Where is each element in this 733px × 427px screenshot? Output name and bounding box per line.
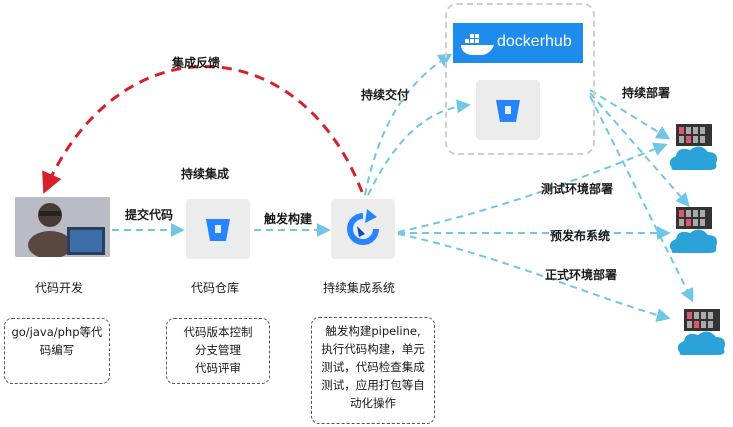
note-line: 测试，应用打包等自 bbox=[321, 378, 425, 392]
dev-node-label: 代码开发 bbox=[35, 281, 84, 295]
server-cloud-icon bbox=[666, 124, 722, 172]
continuous-deploy-label: 持续部署 bbox=[622, 86, 671, 100]
repo-note: 代码版本控制 分支管理 代码评审 bbox=[166, 318, 270, 384]
feedback-label: 集成反馈 bbox=[172, 56, 221, 70]
staging-system-label: 预发布系统 bbox=[550, 229, 611, 243]
note-line: 码编写 bbox=[39, 343, 75, 357]
note-line: 动化操作 bbox=[350, 396, 396, 410]
note-line: 执行代码构建，单元 bbox=[321, 342, 425, 356]
dockerhub-logo: dockerhub bbox=[453, 23, 583, 63]
note-line: go/java/php等代 bbox=[11, 325, 103, 339]
server-cloud-icon bbox=[666, 207, 722, 255]
repo-node-label: 代码仓库 bbox=[191, 281, 240, 295]
docker-whale-icon bbox=[461, 34, 494, 55]
deploy-arrow-1 bbox=[589, 89, 671, 140]
delivery-arrow-dockerhub bbox=[364, 53, 453, 196]
refresh-icon bbox=[347, 209, 379, 245]
deploy-arrow-3 bbox=[589, 95, 694, 303]
dockerhub-text: dockerhub bbox=[497, 33, 572, 50]
registry-group bbox=[445, 3, 595, 155]
prod-env-deploy-label: 正式环境部署 bbox=[545, 268, 618, 282]
note-line: 触发构建pipeline, bbox=[325, 324, 421, 338]
ci-note: 触发构建pipeline, 执行代码构建，单元 测试，代码检查集成 测试，应用打… bbox=[311, 317, 435, 424]
continuous-integration-label: 持续集成 bbox=[181, 167, 230, 181]
delivery-arrow-registry bbox=[367, 99, 471, 196]
ci-node bbox=[331, 199, 395, 259]
note-line: 测试，代码检查集成 bbox=[321, 360, 425, 374]
deploy-arrow-2 bbox=[589, 92, 690, 208]
deploy-arrow-prod bbox=[397, 233, 671, 322]
registry-node bbox=[476, 80, 540, 140]
deploy-arrow-test bbox=[397, 142, 668, 233]
note-line: 代码评审 bbox=[195, 361, 241, 375]
test-env-deploy-label: 测试环境部署 bbox=[541, 182, 614, 196]
continuous-delivery-label: 持续交付 bbox=[361, 88, 410, 102]
dev-note: go/java/php等代 码编写 bbox=[4, 318, 110, 384]
developer-image bbox=[15, 197, 110, 257]
feedback-arrow bbox=[42, 65, 364, 194]
bitbucket-icon bbox=[496, 100, 520, 122]
bitbucket-icon bbox=[206, 219, 230, 241]
trigger-build-label: 触发构建 bbox=[264, 212, 313, 226]
repo-node bbox=[186, 199, 250, 259]
note-line: 代码版本控制 bbox=[183, 325, 253, 339]
ci-node-label: 持续集成系统 bbox=[323, 281, 396, 295]
server-cloud-icon bbox=[674, 309, 730, 357]
commit-code-label: 提交代码 bbox=[125, 208, 174, 222]
note-line: 分支管理 bbox=[195, 343, 241, 357]
